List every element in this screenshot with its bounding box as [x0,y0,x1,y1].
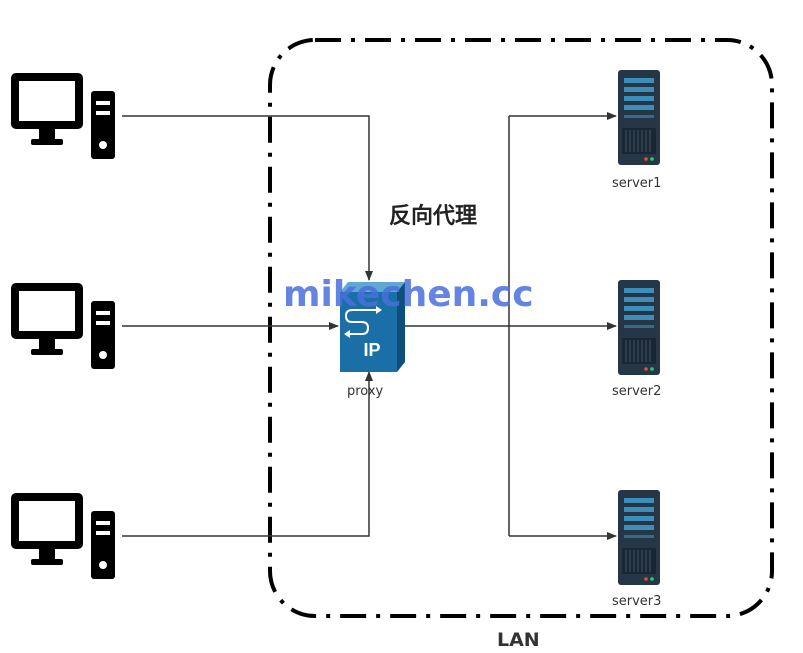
lan-boundary [268,38,774,618]
proxy-badge: IP [363,340,380,360]
server3-label: server3 [612,594,662,609]
server1-label: server1 [612,176,662,191]
client3-connector [122,371,373,537]
proxy-ip-icon: IP [340,282,405,372]
proxy-label: proxy [347,384,384,399]
desktop-computer-icon [11,73,115,159]
rack-server-icon [617,69,661,166]
desktop-computer-icon [11,493,115,579]
client1-connector [122,115,373,281]
lan-label: LAN [497,629,540,651]
desktop-computer-icon [11,283,115,369]
rack-server-icon [617,489,661,586]
watermark: mikechen.cc [283,274,534,315]
rack-server-icon [617,279,661,376]
server2-label: server2 [612,384,662,399]
diagram-title: 反向代理 [389,204,478,229]
